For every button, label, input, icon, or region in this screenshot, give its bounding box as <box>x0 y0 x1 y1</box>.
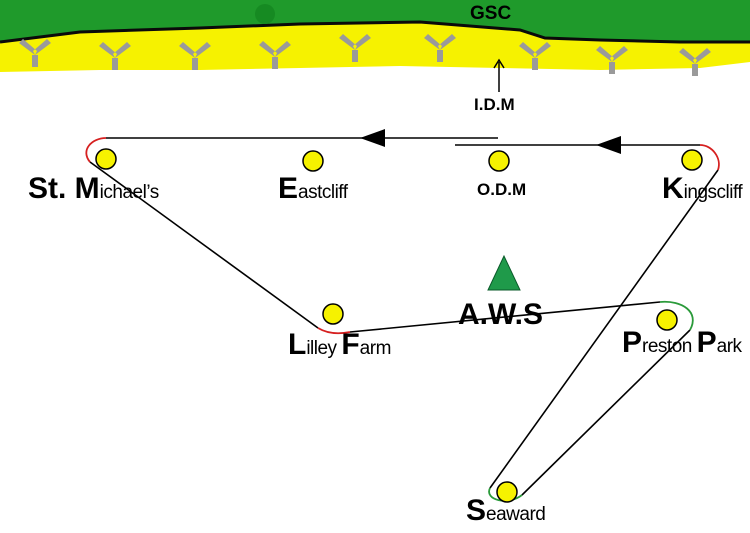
course-leg-lilleyfarm-prestonpark <box>349 301 661 333</box>
buoy-label-preston-park: Preston Park <box>622 326 742 359</box>
beach-area <box>0 22 750 72</box>
course-leg-kingscliff-seaward <box>489 169 719 489</box>
buoy-lilley-farm <box>322 303 344 325</box>
starboard-rounding-marks <box>488 300 694 502</box>
aws-triangle-icon <box>487 254 521 291</box>
buoy-label-eastcliff: Eastcliff <box>278 172 348 205</box>
shoreline <box>0 20 750 44</box>
buoy-st-michaels <box>95 148 117 170</box>
port-rounding-marks <box>85 137 720 335</box>
buoy-label-kingscliff: Kingscliff <box>662 172 743 205</box>
buoy-seaward <box>496 481 518 503</box>
groynes <box>19 34 711 76</box>
groyne-icon <box>179 42 211 70</box>
buoys <box>95 148 703 503</box>
left-arrow-icon <box>596 136 621 154</box>
course-leg-stmichaels-lilleyfarm <box>89 161 319 329</box>
odm-label: O.D.M <box>477 180 527 199</box>
buoy-kingscliff <box>681 149 703 171</box>
groyne-icon <box>424 34 456 62</box>
buoy-odm <box>488 150 510 172</box>
groyne-icon <box>99 42 131 70</box>
land-area <box>0 0 750 42</box>
buoy-eastcliff <box>302 150 324 172</box>
groyne-icon <box>339 34 371 62</box>
left-arrow-icon <box>360 129 385 147</box>
groyne-icon <box>596 46 628 74</box>
coast-label: GSC <box>470 3 512 24</box>
groyne-icon <box>259 41 291 69</box>
buoy-preston-park <box>656 309 678 331</box>
groyne-icon <box>679 48 711 76</box>
aws-label: A.W.S <box>458 298 544 331</box>
buoy-label-lilley-farm: Lilley Farm <box>288 328 391 361</box>
idm-label: I.D.M <box>474 95 515 114</box>
direction-arrows <box>360 129 621 154</box>
buoy-label-st-michaels: St. Michael’s <box>28 172 159 205</box>
course-lines <box>89 137 719 496</box>
groyne-icon <box>519 42 551 70</box>
tree-icon <box>255 4 275 24</box>
groyne-icon <box>19 39 51 67</box>
idm-arrow-icon <box>493 58 505 92</box>
course-leg-prestonpark-seaward <box>521 329 691 496</box>
buoy-label-seaward: Seaward <box>466 494 546 527</box>
